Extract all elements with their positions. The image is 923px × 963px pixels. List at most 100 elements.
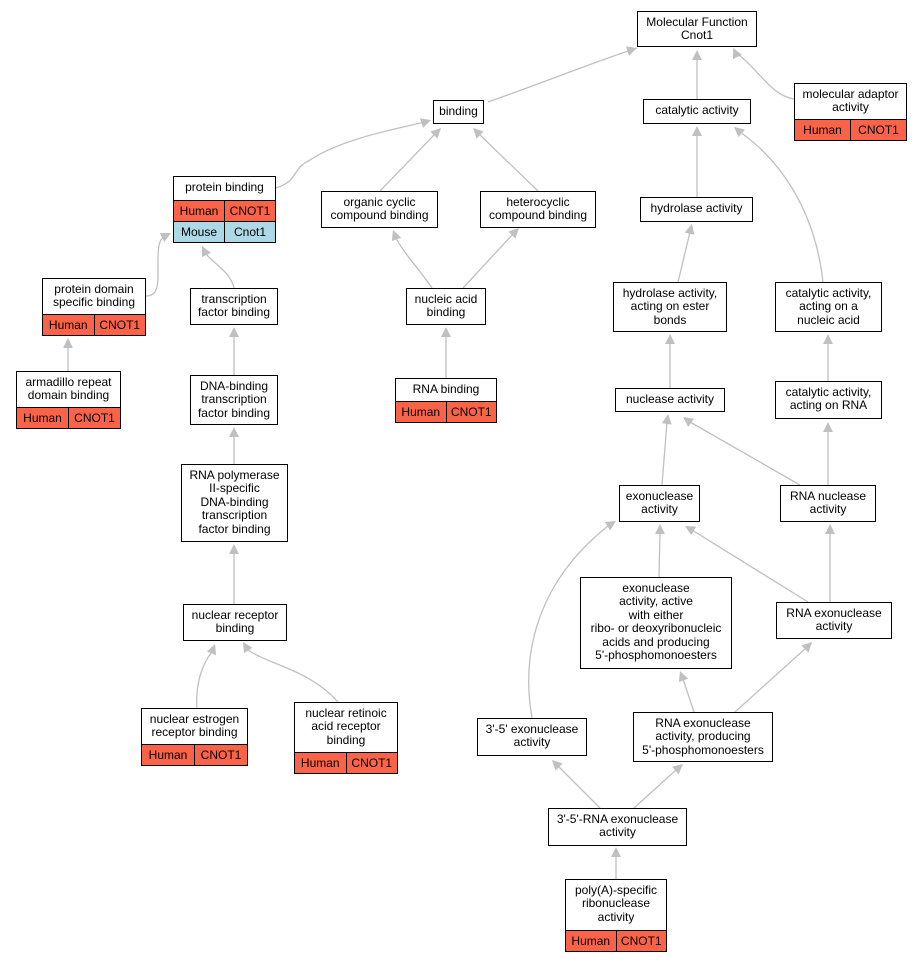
gene-cell[interactable]: CNOT1	[445, 402, 496, 422]
species-cell: Human	[43, 315, 94, 335]
gene-cell[interactable]: CNOT1	[194, 745, 247, 765]
go-term-node[interactable]: binding	[433, 100, 484, 124]
go-term-node[interactable]: 3'-5'-RNA exonuclease activity	[548, 808, 687, 846]
edge-arrowhead	[229, 544, 239, 554]
graph-edge	[487, 47, 638, 103]
go-term-label: poly(A)-specific ribonuclease activity	[574, 883, 658, 924]
go-term-node[interactable]: transcription factor binding	[190, 288, 278, 325]
graph-edge	[658, 531, 661, 578]
edge-arrowhead	[801, 642, 812, 653]
edge-arrowhead	[823, 422, 833, 432]
gene-cell[interactable]: CNOT1	[345, 753, 397, 773]
go-term-node[interactable]: hydrolase activity	[640, 197, 753, 222]
gene-cell[interactable]: Cnot1	[224, 222, 275, 242]
graph-edge	[462, 233, 514, 289]
edge-arrowhead	[665, 334, 675, 344]
go-term-node[interactable]: RNA exonuclease activity, producing 5'-p…	[633, 712, 773, 762]
gene-cell[interactable]: CNOT1	[615, 931, 666, 951]
graph-edge	[145, 235, 166, 297]
species-cell: Mouse	[174, 222, 224, 242]
edge-arrowhead	[823, 334, 833, 344]
edge-arrowhead	[473, 128, 484, 139]
go-term-label: RNA exonuclease activity	[786, 606, 882, 634]
graph-edge	[739, 131, 824, 283]
edge-arrowhead	[625, 46, 637, 56]
edge-arrowhead	[678, 671, 689, 683]
go-term-node[interactable]: 3'-5' exonuclease activity	[477, 718, 587, 756]
gene-cell[interactable]: CNOT1	[93, 315, 145, 335]
edge-arrowhead	[611, 847, 621, 857]
go-term-node[interactable]: nuclease activity	[615, 388, 725, 412]
graph-edge	[557, 765, 601, 809]
graph-edge	[247, 649, 339, 703]
species-cell: Human	[174, 201, 224, 221]
go-term-label: hydrolase activity, acting on ester bond…	[622, 286, 718, 327]
go-term-node[interactable]: catalytic activity, acting on RNA	[775, 381, 882, 419]
go-term-label: nuclease activity	[625, 392, 715, 406]
graph-edge	[734, 51, 795, 100]
species-cell: Human	[566, 931, 616, 951]
go-term-node[interactable]: nuclear receptor binding	[183, 604, 287, 641]
edge-arrowhead	[508, 228, 519, 239]
go-term-node[interactable]: exonuclease activity	[619, 485, 700, 522]
go-term-label: exonuclease activity	[625, 489, 694, 517]
go-term-node[interactable]: Molecular Function Cnot1	[637, 11, 757, 47]
graph-edge	[661, 421, 668, 486]
graph-edge	[528, 525, 609, 719]
go-term-node[interactable]: heterocyclic compound binding	[480, 191, 596, 228]
go-term-node[interactable]: RNA nuclease activity	[780, 485, 876, 522]
go-term-label: organic cyclic compound binding	[330, 195, 429, 223]
go-term-label: armadillo repeat domain binding	[25, 375, 112, 403]
graph-edge	[395, 237, 433, 289]
go-term-node[interactable]: RNA exonuclease activity	[776, 602, 892, 639]
graph-edge	[204, 251, 235, 289]
go-term-label: Molecular Function Cnot1	[646, 15, 748, 43]
go-term-node[interactable]: catalytic activity, acting on a nucleic …	[775, 282, 882, 332]
go-term-label: molecular adaptor activity	[802, 87, 899, 115]
go-term-label: protein binding	[185, 180, 264, 194]
go-term-node[interactable]: hydrolase activity, acting on ester bond…	[613, 282, 727, 332]
go-term-label: nuclear retinoic acid receptor binding	[305, 706, 387, 747]
go-term-label: catalytic activity, acting on RNA	[785, 385, 872, 413]
go-term-node[interactable]: RNA polymerase II-specific DNA-binding t…	[181, 464, 288, 542]
graph-edge	[734, 647, 807, 713]
gene-cell[interactable]: CNOT1	[850, 120, 906, 140]
species-cell: Human	[142, 745, 194, 765]
gene-cell[interactable]: CNOT1	[68, 408, 120, 428]
species-cell: Human	[795, 120, 850, 140]
graph-edge	[379, 133, 436, 192]
edge-arrowhead	[419, 118, 431, 128]
edge-arrowhead	[430, 128, 441, 139]
graph-edge	[196, 651, 213, 709]
edge-arrowhead	[229, 427, 239, 437]
go-term-node[interactable]: catalytic activity	[643, 99, 751, 124]
edge-arrowhead	[734, 127, 745, 138]
go-term-label: nucleic acid binding	[414, 292, 478, 320]
edge-arrowhead	[672, 764, 683, 775]
go-term-node[interactable]: DNA-binding transcription factor binding	[190, 375, 278, 425]
edge-arrowhead	[692, 126, 702, 136]
go-term-node[interactable]: nucleic acid binding	[406, 288, 486, 325]
gene-cell[interactable]: CNOT1	[224, 201, 275, 221]
go-term-node[interactable]: exonuclease activity, active with either…	[580, 577, 732, 669]
go-term-label: transcription factor binding	[197, 292, 271, 320]
edge-arrowhead	[683, 417, 695, 427]
go-term-label: catalytic activity, acting on a nucleic …	[785, 286, 872, 327]
edge-arrowhead	[692, 50, 702, 60]
edge-arrowhead	[159, 233, 171, 242]
graph-edge	[633, 769, 677, 809]
go-term-node[interactable]: organic cyclic compound binding	[321, 191, 438, 228]
go-term-label: nuclear estrogen receptor binding	[149, 712, 240, 740]
